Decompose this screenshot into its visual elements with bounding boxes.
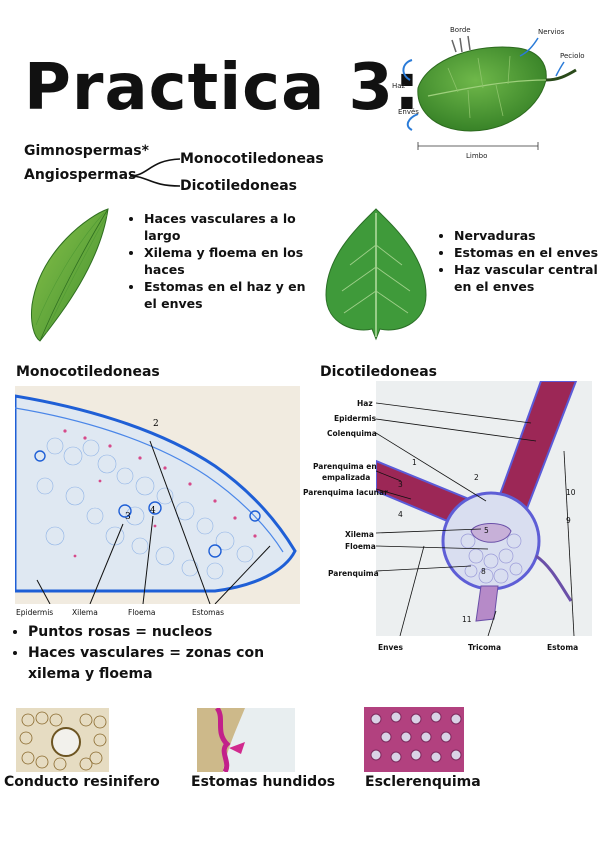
notes-list: Puntos rosas = nucleos Haces vasculares … [12, 622, 298, 685]
dico-number-10: 10 [566, 488, 576, 497]
caption-resin-duct: Conducto resinifero [4, 774, 160, 790]
dicotiledoneas-label: Dicotiledoneas [180, 178, 298, 194]
dico-label-tricoma: Tricoma [468, 643, 502, 652]
dico-number-4: 4 [398, 510, 403, 519]
dico-label-xilema: Xilema [345, 530, 374, 539]
mono-label-floema: Floema [128, 608, 156, 617]
dico-feature-item: Haz vascular central en el enves [454, 261, 599, 295]
mono-feature-item: Estomas en el haz y en el enves [144, 278, 319, 312]
mono-number-3: 3 [125, 512, 131, 522]
mono-label-xilema: Xilema [72, 608, 98, 617]
dico-label-floema: Floema [345, 542, 376, 551]
dicot-micrograph: 1 2 3 4 5 8 9 10 11 [376, 381, 592, 636]
label-haz: Haz [392, 82, 406, 90]
label-nervios: Nervios [538, 28, 565, 36]
monocot-micrograph: 2 3 4 [15, 386, 300, 604]
mono-label-epidermis: Epidermis [16, 608, 54, 617]
dico-label-colenquima: Colenquima [327, 429, 377, 438]
label-peciolo: Peciolo [560, 52, 585, 60]
dico-feature-item: Nervaduras [454, 227, 599, 244]
dico-features-list: Nervaduras Estomas en el enves Haz vascu… [440, 227, 599, 295]
resin-duct-image [16, 708, 109, 772]
monocotiledoneas-label: Monocotiledoneas [180, 151, 324, 167]
leaf-anatomy-diagram: Borde Nervios Peciolo Haz Envés Limbo [392, 26, 585, 160]
mono-features-list: Haces vasculares a lo largo Xilema y flo… [130, 210, 319, 312]
mono-feature-item: Haces vasculares a lo largo [144, 210, 319, 244]
dico-label-enves: Enves [378, 643, 403, 652]
dico-feature-item: Estomas en el enves [454, 244, 599, 261]
monocot-leaf-illustration [31, 208, 109, 342]
dico-label-parenquima-empalizada-2: empalizada [322, 473, 371, 482]
dico-label-parenquima: Parenquima [328, 569, 379, 578]
dico-number-2: 2 [474, 473, 479, 482]
dico-number-1: 1 [412, 458, 417, 467]
mono-number-4: 4 [150, 506, 156, 516]
dico-label-epidermis: Epidermis [334, 414, 377, 423]
dico-section-title: Dicotiledoneas [320, 364, 438, 380]
leaf-blade-shape [417, 46, 547, 132]
dico-label-estoma: Estoma [547, 643, 579, 652]
angiospermas-label: Angiospermas [24, 167, 137, 183]
mono-section-title: Monocotiledoneas [16, 364, 160, 380]
mono-number-2: 2 [153, 419, 159, 429]
mono-label-estomas: Estomas [192, 608, 224, 617]
caption-sunken-stomata: Estomas hundidos [191, 774, 336, 790]
dico-number-9: 9 [566, 516, 571, 525]
gimnospermas-label: Gimnospermas* [24, 143, 149, 159]
dicot-leaf-illustration [325, 208, 427, 341]
dico-number-5: 5 [484, 526, 489, 535]
sunken-stomata-image [197, 708, 295, 772]
dico-number-8: 8 [481, 567, 486, 576]
petiole-shape [545, 68, 577, 82]
dico-label-haz: Haz [357, 399, 373, 408]
mono-feature-item: Xilema y floema en los haces [144, 244, 319, 278]
label-enves: Envés [398, 108, 419, 116]
caption-sclerenchyma: Esclerenquima [365, 774, 481, 790]
label-limbo: Limbo [466, 152, 487, 160]
note-item: Haces vasculares = zonas con xilema y fl… [28, 643, 298, 685]
dico-number-11: 11 [462, 615, 472, 624]
label-borde: Borde [450, 26, 471, 34]
note-item: Puntos rosas = nucleos [28, 622, 298, 643]
page-title: Practica 3: [24, 51, 421, 125]
dico-number-3: 3 [398, 480, 403, 489]
sclerenchyma-image [364, 707, 464, 772]
dico-label-parenquima-lacunar: Parenquima lacunar [303, 488, 388, 497]
dico-label-parenquima-empalizada-1: Parenquima en [313, 462, 377, 471]
classification-brace [129, 158, 181, 187]
